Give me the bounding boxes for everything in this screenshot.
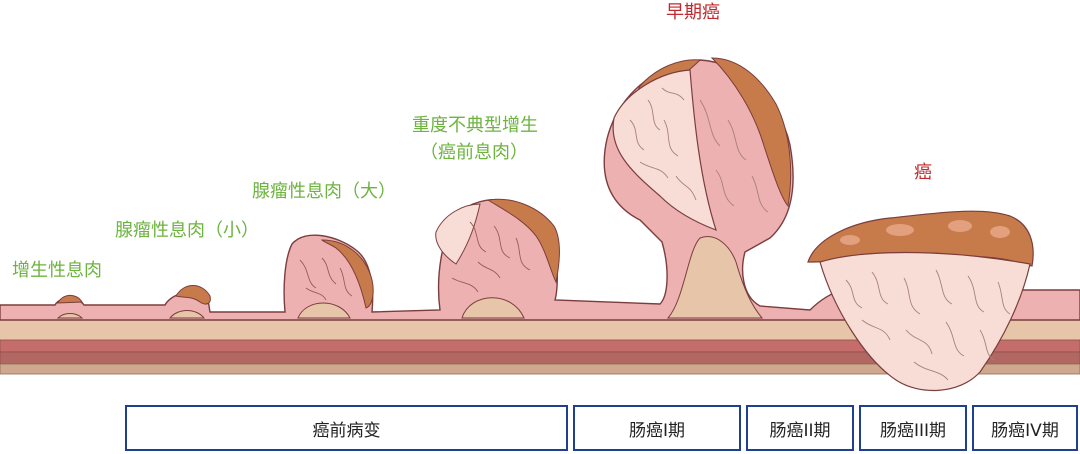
stage-box-stage-4: 肠癌IV期 bbox=[972, 405, 1078, 451]
stage-box-stage-4-label: 肠癌IV期 bbox=[991, 420, 1059, 441]
label-hyperplastic-polyp: 增生性息肉 bbox=[12, 260, 102, 281]
stage-box-stage-3: 肠癌III期 bbox=[859, 405, 967, 451]
submucosa-bump-4 bbox=[461, 297, 525, 319]
tumor-invasive-body bbox=[819, 251, 1031, 392]
stage-box-stage-1-label: 肠癌I期 bbox=[628, 420, 685, 441]
polyp-adenoma-large-folds bbox=[299, 257, 353, 301]
polyp-hyperplastic bbox=[57, 294, 83, 304]
stage-box-stage-1: 肠癌I期 bbox=[573, 405, 741, 451]
stage-box-precancerous-label: 癌前病变 bbox=[312, 420, 381, 441]
submucosa-bump-3 bbox=[297, 302, 351, 319]
polyp-dysplasia-crest bbox=[486, 198, 560, 284]
wall-layer-bottom bbox=[0, 363, 1080, 375]
label-adenoma-small: 腺瘤性息肉（小） bbox=[115, 220, 259, 241]
tumor-invasive-nodules bbox=[840, 220, 1010, 245]
label-cancer: 癌 bbox=[914, 162, 932, 183]
label-early-cancer: 早期癌 bbox=[666, 2, 720, 23]
polyp-dysplasia-folds bbox=[451, 221, 531, 293]
stage-box-stage-2-label: 肠癌II期 bbox=[769, 420, 831, 441]
stage-box-precancerous: 癌前病变 bbox=[125, 405, 568, 451]
tumor-invasive-folds bbox=[845, 269, 1011, 381]
polyp-adenoma-large bbox=[320, 239, 374, 309]
stage-box-stage-2: 肠癌II期 bbox=[746, 405, 854, 451]
submucosa-stalk bbox=[666, 236, 764, 319]
tumor-early-crest-right bbox=[710, 57, 792, 208]
submucosa-bump-1 bbox=[56, 313, 84, 319]
label-precancerous-polyp: （癌前息肉） bbox=[420, 142, 528, 163]
label-severe-dysplasia: 重度不典型增生 bbox=[412, 115, 538, 136]
polyp-adenoma-small bbox=[175, 285, 211, 305]
intestinal-wall bbox=[0, 318, 1080, 375]
label-adenoma-large: 腺瘤性息肉（大） bbox=[252, 181, 396, 202]
wall-layer-beige bbox=[0, 318, 1080, 340]
polyp-dysplasia-pale bbox=[435, 203, 481, 265]
tumor-early-folds bbox=[629, 87, 769, 213]
submucosa-bump-2 bbox=[168, 310, 206, 319]
stage-box-stage-3-label: 肠癌III期 bbox=[879, 420, 947, 441]
